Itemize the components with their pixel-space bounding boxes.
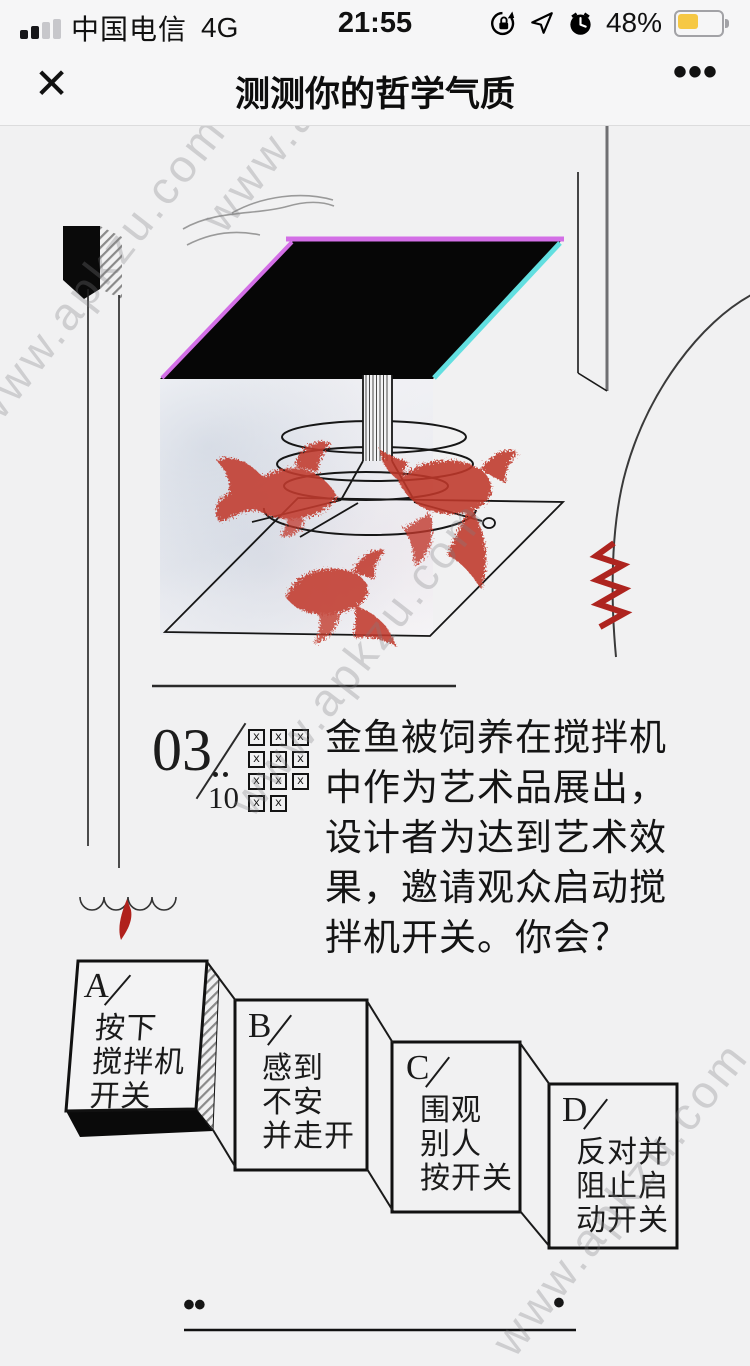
question-line: 金鱼被饲养在搅拌机 (325, 718, 667, 759)
option-d[interactable]: D 反对并 阻止启 动开关 (562, 1092, 669, 1238)
option-a[interactable]: A 按下 搅拌机 开关 (74, 966, 192, 1114)
wechat-nav-bar: ✕ 测测你的哲学气质 ••• (0, 44, 750, 126)
more-menu-icon[interactable]: ••• (672, 50, 718, 94)
footer-dot-right: • (553, 1284, 565, 1322)
red-tick (119, 899, 132, 940)
footer-dots-left: •• (183, 1286, 206, 1324)
option-d-text: 动开关 (576, 1204, 669, 1237)
location-arrow-icon (531, 12, 553, 34)
question-line: 果，邀请观众启动搅 (325, 868, 667, 909)
option-a-text: 按下 (93, 1012, 159, 1045)
red-zigzag (589, 540, 633, 630)
battery-percent-label: 48% (605, 7, 662, 38)
option-c-text: 别人 (420, 1128, 482, 1161)
option-a-text: 搅拌机 (91, 1046, 187, 1079)
page-title: 测测你的哲学气质 (234, 75, 515, 114)
option-c-text: 按开关 (420, 1162, 513, 1195)
option-c-text: 围观 (420, 1094, 482, 1127)
alarm-clock-icon (570, 11, 591, 35)
carrier-label: 中国电信 (71, 14, 188, 45)
fish-tank-photo (160, 373, 433, 635)
option-b-text: 不安 (262, 1086, 324, 1119)
option-d-text: 反对并 (576, 1136, 669, 1169)
flag-block-icon (63, 226, 122, 299)
scallop-wave (79, 896, 177, 911)
question-total-dots (213, 772, 228, 777)
question-number: 03 (152, 717, 212, 783)
option-b-text: 感到 (262, 1052, 324, 1085)
option-d-text: 阻止启 (576, 1170, 669, 1203)
question-total: 10 (208, 780, 239, 815)
arc-line (611, 294, 750, 658)
battery-icon (674, 9, 729, 37)
option-b-label: B (248, 1006, 272, 1045)
status-bar: 中国电信 4G 21:55 48% (0, 0, 750, 45)
signal-strength-icon (20, 17, 61, 39)
blender-lid (160, 236, 564, 380)
question-text: 金鱼被饲养在搅拌机 中作为艺术品展出， 设计者为达到艺术效 果，邀请观众启动搅 … (325, 714, 705, 964)
close-icon[interactable]: ✕ (34, 60, 70, 107)
question-line: 设计者为达到艺术效 (325, 818, 667, 859)
option-b-text: 并走开 (262, 1120, 355, 1153)
rotation-lock-icon (491, 11, 515, 35)
option-b[interactable]: B 感到 不安 并走开 (248, 1008, 355, 1154)
option-c[interactable]: C 围观 别人 按开关 (406, 1050, 513, 1196)
option-c-label: C (406, 1048, 430, 1087)
column-lines (87, 289, 120, 868)
question-line: 拌机开关。你会？ (325, 918, 629, 959)
network-type-label: 4G (201, 12, 239, 43)
clock-time: 21:55 (337, 7, 413, 39)
question-line: 中作为艺术品展出， (325, 768, 667, 809)
option-a-text: 开关 (88, 1080, 153, 1113)
option-a-label: A (82, 966, 112, 1005)
ribbon-lines (577, 126, 609, 392)
option-d-label: D (562, 1090, 588, 1129)
wavy-lines (182, 194, 335, 246)
